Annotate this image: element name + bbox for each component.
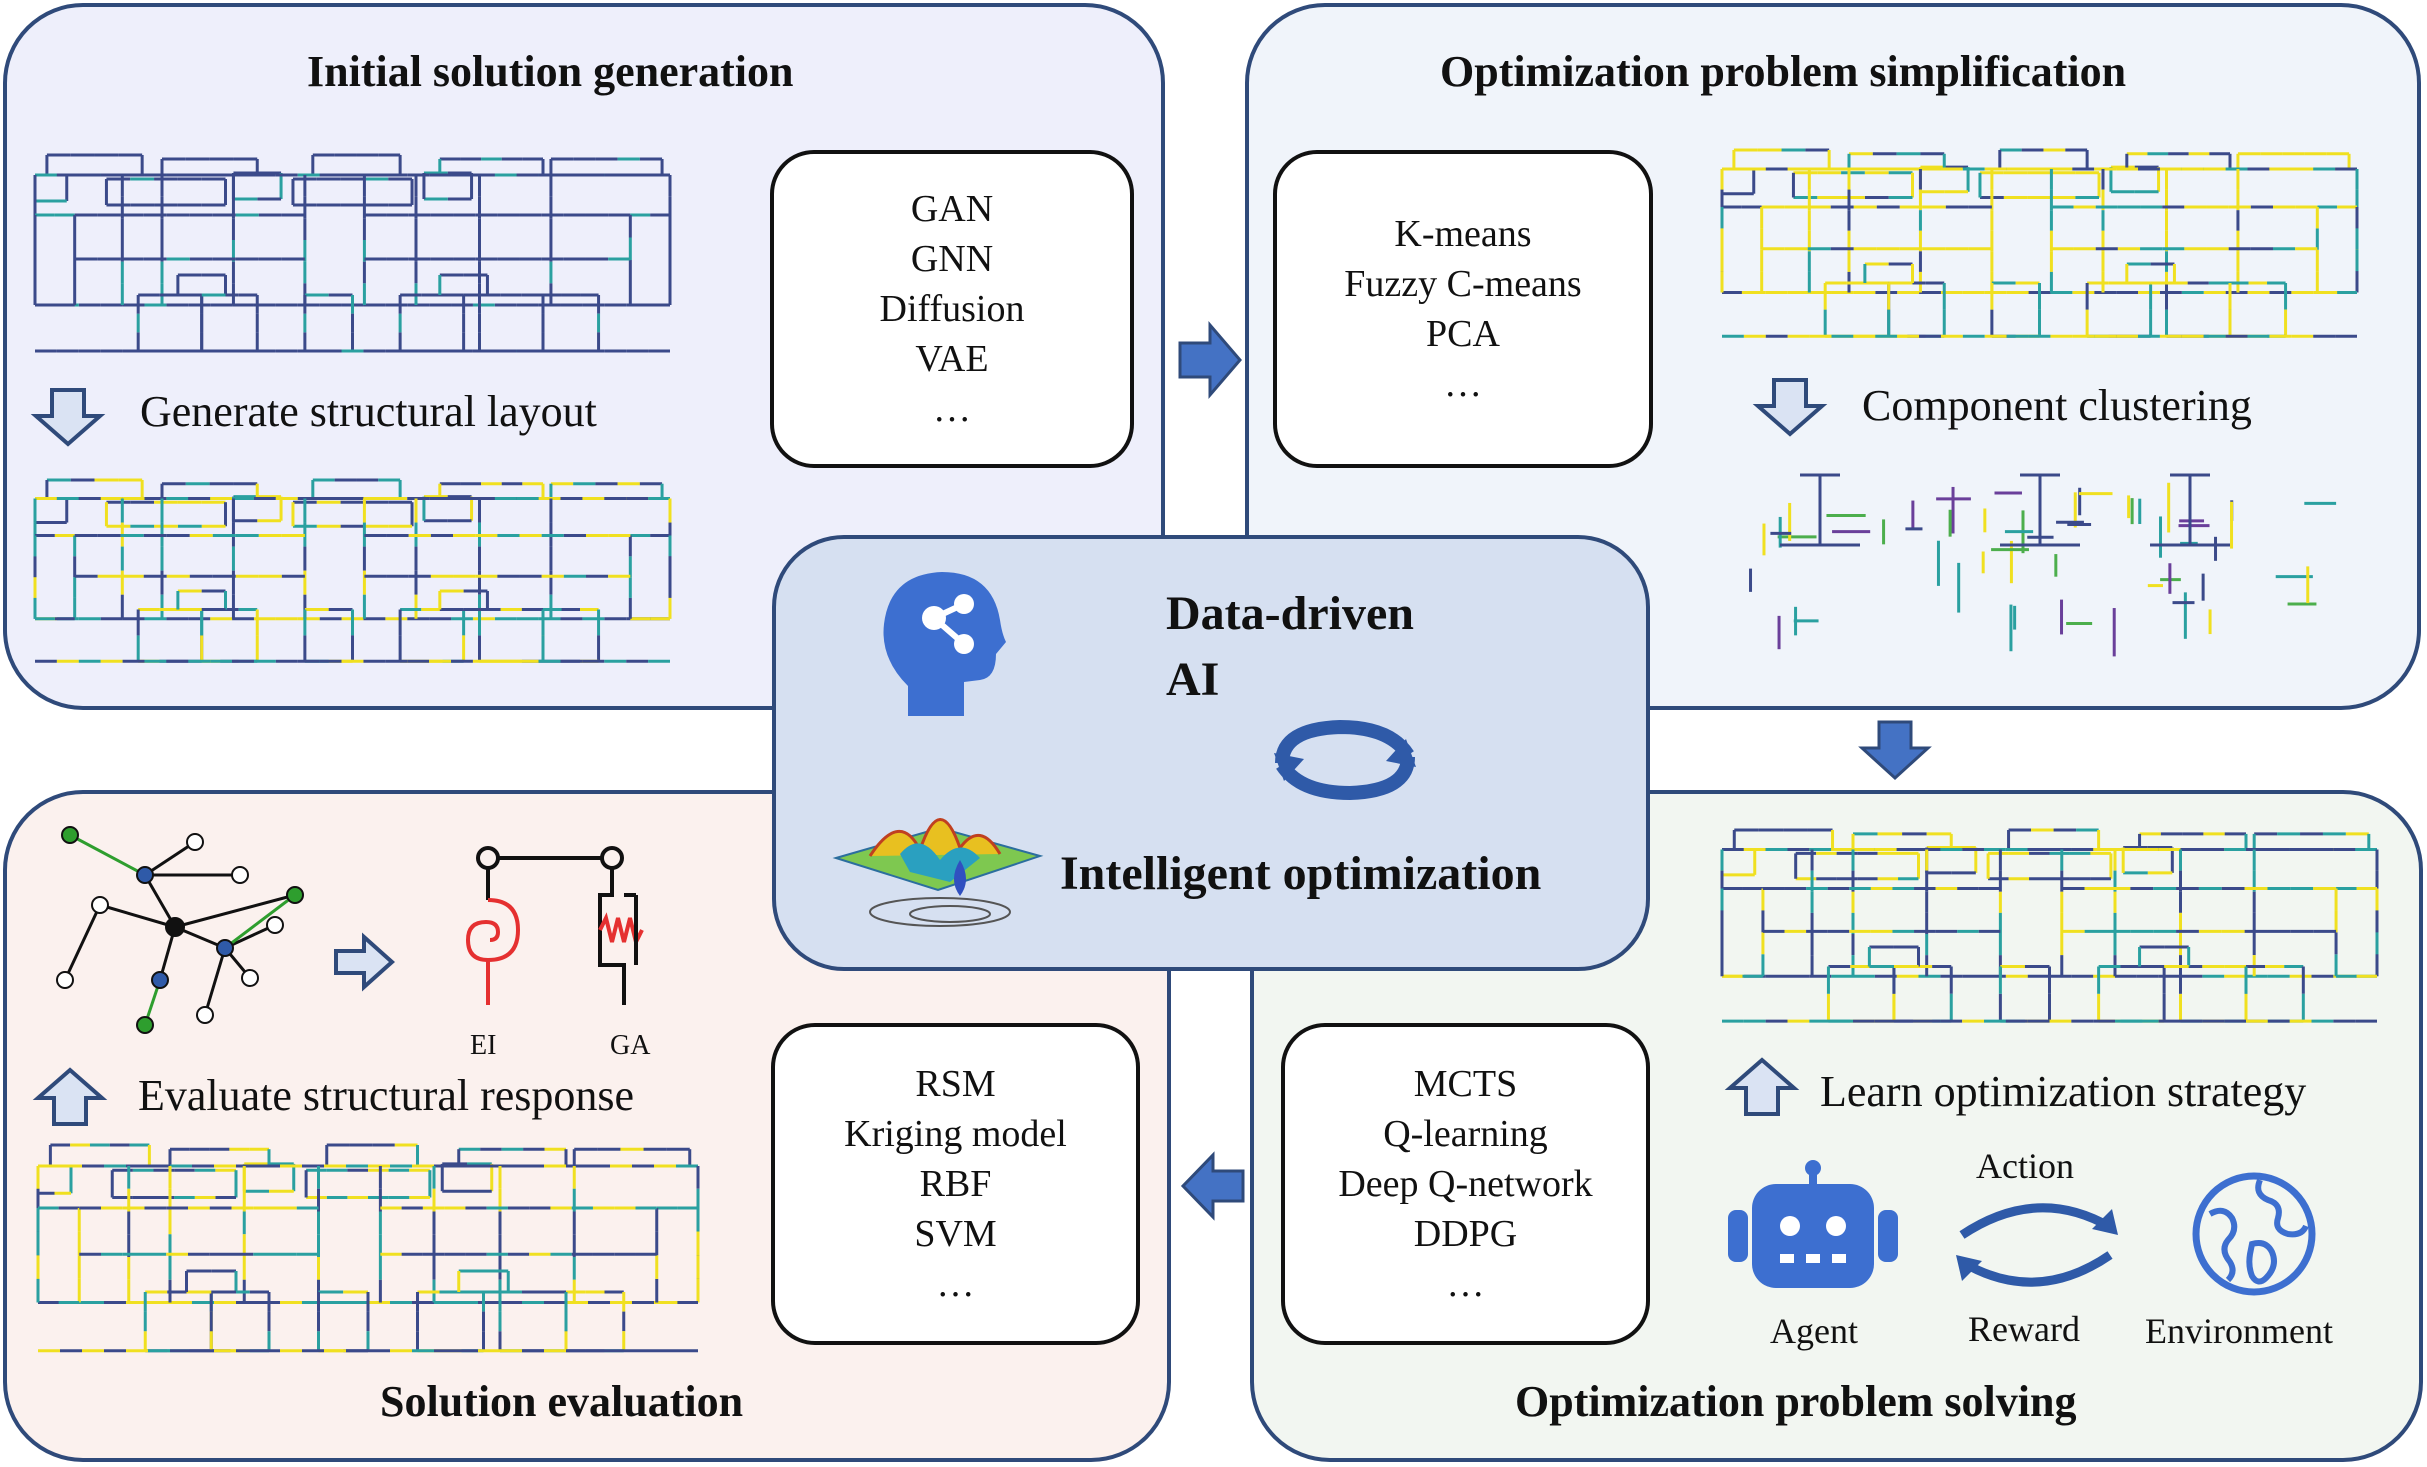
arrow-right-icon bbox=[1178, 320, 1242, 400]
robot-agent-icon bbox=[1728, 1160, 1898, 1288]
floor-plan-solving bbox=[1720, 828, 2379, 1023]
method-item: … bbox=[933, 388, 971, 430]
center-label-data-driven: Data-driven bbox=[1166, 587, 1414, 640]
refresh-cycle-icon bbox=[1274, 719, 1416, 801]
method-item: MCTS bbox=[1413, 1063, 1518, 1105]
method-item: Kriging model bbox=[844, 1113, 1067, 1155]
method-item: Diffusion bbox=[879, 288, 1025, 330]
floor-plan-evaluation bbox=[36, 1143, 700, 1353]
up-arrow-light-icon bbox=[32, 1067, 108, 1126]
arrow-left-icon bbox=[1180, 1151, 1245, 1221]
method-item: Deep Q-network bbox=[1338, 1163, 1593, 1205]
method-item: DDPG bbox=[1413, 1213, 1518, 1255]
method-item: SVM bbox=[914, 1213, 997, 1255]
arrow-down-icon bbox=[1858, 720, 1932, 781]
step-label-learn: Learn optimization strategy bbox=[1820, 1067, 2307, 1116]
ga-label: GA bbox=[610, 1030, 651, 1061]
down-arrow-light-icon-2 bbox=[1752, 378, 1828, 437]
method-item: Fuzzy C-means bbox=[1344, 263, 1582, 305]
method-item: RBF bbox=[919, 1163, 992, 1205]
right-arrow-light-icon bbox=[334, 932, 396, 992]
floor-plan-initial bbox=[33, 153, 672, 353]
panel-title-simplification: Optimization problem simplification bbox=[1440, 47, 2127, 96]
method-item: K-means bbox=[1394, 213, 1532, 255]
center-label-intelligent-optimization: Intelligent optimization bbox=[1060, 847, 1542, 900]
head-brain-icon bbox=[883, 572, 1006, 716]
method-item: GNN bbox=[910, 238, 994, 280]
panel-title-solving: Optimization problem solving bbox=[1515, 1377, 2077, 1426]
method-item: VAE bbox=[915, 338, 989, 380]
method-item: … bbox=[1444, 363, 1482, 405]
method-item: Q-learning bbox=[1383, 1113, 1548, 1155]
method-item: … bbox=[1446, 1263, 1485, 1305]
panel-title-evaluation: Solution evaluation bbox=[380, 1377, 744, 1426]
step-label-generate: Generate structural layout bbox=[140, 387, 597, 436]
method-item: RSM bbox=[915, 1063, 996, 1105]
graph-network-icon bbox=[56, 826, 304, 1034]
ei-label: EI bbox=[470, 1030, 497, 1061]
ei-ga-kernel-icon bbox=[465, 846, 644, 1005]
floor-plan-simplification bbox=[1720, 148, 2359, 338]
agent-label: Agent bbox=[1770, 1311, 1858, 1351]
reward-label: Reward bbox=[1968, 1309, 2080, 1349]
floor-plan-generated bbox=[33, 478, 672, 663]
cycle-arrows-icon bbox=[1956, 1203, 2118, 1287]
step-label-evaluate: Evaluate structural response bbox=[138, 1071, 635, 1120]
down-arrow-light-icon bbox=[30, 388, 106, 447]
optimization-surface-icon bbox=[832, 818, 1044, 927]
action-label: Action bbox=[1976, 1146, 2074, 1186]
globe-environment-icon bbox=[2192, 1172, 2316, 1296]
up-arrow-light-icon-2 bbox=[1724, 1057, 1800, 1116]
center-label-ai: AI bbox=[1166, 653, 1220, 706]
method-item: PCA bbox=[1426, 313, 1500, 355]
method-item: … bbox=[936, 1263, 975, 1305]
step-label-clustering: Component clustering bbox=[1862, 381, 2252, 430]
method-item: GAN bbox=[910, 188, 994, 230]
clustered-components-graphic bbox=[1749, 473, 2337, 657]
panel-title-initial: Initial solution generation bbox=[307, 47, 794, 96]
environment-label: Environment bbox=[2145, 1311, 2333, 1351]
